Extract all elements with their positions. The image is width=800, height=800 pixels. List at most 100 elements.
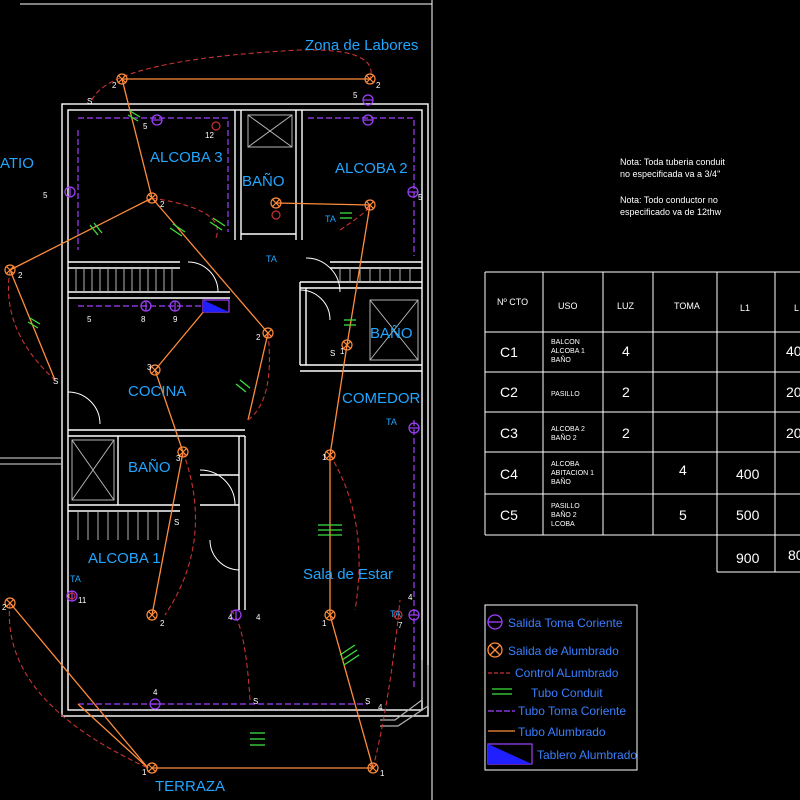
svg-text:7: 7 — [398, 621, 403, 630]
svg-text:8: 8 — [141, 315, 146, 324]
light-outlet-icon — [364, 73, 376, 85]
room-label-cocina: COCINA — [128, 383, 186, 400]
light-outlet-icon — [116, 73, 128, 85]
svg-text:2: 2 — [18, 271, 23, 280]
svg-text:4: 4 — [378, 703, 383, 712]
table-uso: ABITACION 1 — [551, 470, 594, 477]
outlet-icon — [362, 94, 374, 106]
table-l2: 40 — [786, 343, 800, 359]
legend-label: Tubo Conduit — [531, 686, 603, 700]
svg-text:5: 5 — [143, 122, 148, 131]
light-outlet-icon — [146, 192, 158, 204]
table-uso: BAÑO 2 — [551, 510, 577, 519]
svg-text:1: 1 — [340, 347, 345, 356]
legend: Salida Toma Coriente Salida de Alumbrado… — [484, 604, 638, 771]
table-cto: C1 — [500, 344, 518, 360]
table-uso: ALCOBA 2 — [551, 426, 585, 433]
light-outlet-icon — [341, 339, 353, 351]
svg-text:2: 2 — [256, 333, 261, 342]
switch-marks: S S S S S S — [53, 97, 370, 706]
door-swings — [67, 257, 341, 571]
table-header-uso: USO — [558, 301, 578, 311]
room-label-zona-labores: Zona de Labores — [305, 37, 418, 54]
note-1-line-2: no especificada va a 3/4" — [620, 169, 720, 179]
table-header-toma: TOMA — [674, 301, 700, 311]
table-header-luz: LUZ — [617, 301, 635, 311]
svg-text:5: 5 — [418, 193, 423, 202]
table-uso: PASILLO — [551, 503, 580, 510]
table-cto: C5 — [500, 507, 518, 523]
svg-text:2: 2 — [112, 81, 117, 90]
table-uso: ALCOBA — [551, 461, 580, 468]
ta-mark: TA — [266, 254, 277, 264]
table-cto: C2 — [500, 384, 518, 400]
svg-text:1: 1 — [142, 768, 147, 777]
svg-text:2: 2 — [2, 603, 7, 612]
switch-mark: S — [365, 697, 370, 706]
outlet-icon — [230, 609, 242, 621]
light-outlet-icon — [149, 364, 161, 376]
svg-text:4: 4 — [153, 688, 158, 697]
outlet-icon — [487, 614, 503, 630]
svg-text:3: 3 — [176, 454, 181, 463]
table-total-l2: 80 — [788, 547, 800, 563]
table-uso: BAÑO 2 — [551, 433, 577, 442]
switch-mark: S — [330, 349, 335, 358]
table-uso: BAÑO — [551, 355, 571, 364]
svg-text:1: 1 — [380, 769, 385, 778]
circuit-table — [484, 271, 800, 573]
ta-marks: TA TA TA TA TA — [70, 214, 401, 619]
lighting-circuit — [9, 78, 374, 769]
light-outlet-icon — [487, 642, 503, 658]
table-luz: 4 — [622, 343, 630, 359]
table-l2: 20 — [786, 425, 800, 441]
room-label-bano-right: BAÑO — [370, 325, 413, 342]
table-cto: C3 — [500, 425, 518, 441]
room-label-bano-top: BAÑO — [242, 173, 285, 190]
circuit-numbers: 2 2 2 2 2 3 3 1 1 2 1 2 1 1 5 5 5 5 8 9 … — [2, 81, 423, 778]
room-label-bano-mid: BAÑO — [128, 459, 171, 476]
light-outlet-icon — [364, 199, 376, 211]
outlet-icon — [149, 698, 161, 710]
table-cto: C4 — [500, 466, 518, 482]
special-outlets — [68, 121, 403, 620]
svg-text:12: 12 — [205, 131, 214, 140]
outlet-icon — [408, 422, 420, 434]
light-outlet-icon — [262, 327, 274, 339]
table-uso: BAÑO — [551, 477, 571, 486]
room-label-alcoba-3: ALCOBA 3 — [150, 149, 223, 166]
outlet-conduit-runs — [77, 117, 415, 705]
table-uso: PASILLO — [551, 391, 580, 398]
control-lines — [7, 49, 401, 769]
svg-text:1: 1 — [322, 453, 327, 462]
table-uso: BALCON — [551, 339, 580, 346]
outlet-icon — [169, 300, 181, 312]
table-toma: 5 — [679, 507, 687, 523]
svg-text:5: 5 — [353, 91, 358, 100]
table-uso: ALCOBA 1 — [551, 348, 585, 355]
svg-text:5: 5 — [87, 315, 92, 324]
svg-text:1: 1 — [322, 619, 327, 628]
legend-label: Salida Toma Coriente — [508, 616, 623, 630]
legend-label: Tubo Alumbrado — [518, 725, 606, 739]
stair-treads — [75, 268, 411, 540]
light-outlet-icon — [146, 609, 158, 621]
table-l2: 20 — [786, 384, 800, 400]
switch-mark: S — [87, 97, 92, 106]
light-outlet-icon — [4, 597, 16, 609]
note-2-line-1: Nota: Todo conductor no — [620, 195, 718, 205]
outlet-icon — [151, 114, 163, 126]
ta-mark: TA — [386, 417, 397, 427]
table-l1: 400 — [736, 466, 760, 482]
svg-text:2: 2 — [376, 81, 381, 90]
light-outlet-icon — [4, 264, 16, 276]
outlet-icon — [407, 186, 419, 198]
lighting-panel — [202, 299, 230, 313]
panel-icon — [487, 743, 533, 765]
room-label-alcoba-2: ALCOBA 2 — [335, 160, 408, 177]
note-2-line-2: especificado va de 12thw — [620, 207, 722, 217]
svg-text:4: 4 — [408, 593, 413, 602]
svg-text:9: 9 — [173, 315, 178, 324]
light-outlet-icon — [367, 762, 379, 774]
legend-label: Salida de Alumbrado — [508, 644, 619, 658]
